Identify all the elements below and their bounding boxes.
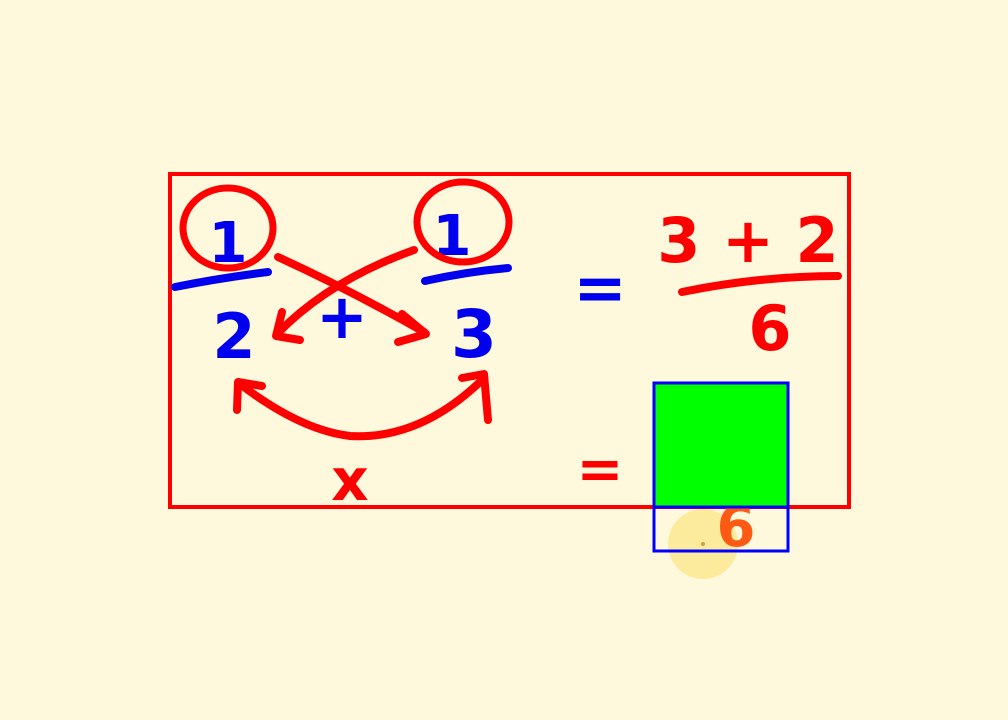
result-denominator: 6 (748, 292, 791, 365)
equals-sign-2: = (577, 437, 624, 502)
red-frame (168, 172, 851, 509)
multiply-sign: x (331, 446, 368, 514)
right-denominator: 3 (451, 296, 497, 373)
left-denominator: 2 (212, 300, 255, 373)
right-numerator-circle (413, 178, 513, 266)
denominator-curve-right-head (458, 370, 492, 424)
answer-numerator-cover (652, 381, 790, 509)
left-fraction-bar (171, 268, 272, 291)
denominator-curve-left-head (233, 378, 266, 414)
cross-arrow-down-left (274, 246, 418, 337)
denominator-curve-arrow (236, 376, 486, 441)
cross-arrow-down-right-head (394, 310, 430, 346)
left-numerator-circle (179, 184, 277, 272)
cross-arrow-down-left-head (272, 308, 304, 344)
answer-outline-box (652, 381, 790, 553)
equals-sign-1: = (573, 252, 627, 326)
cursor-dot (701, 542, 705, 546)
result-fraction-bar (678, 272, 842, 296)
result-numerator: 3 + 2 (657, 204, 838, 277)
right-fraction-bar (421, 264, 512, 285)
